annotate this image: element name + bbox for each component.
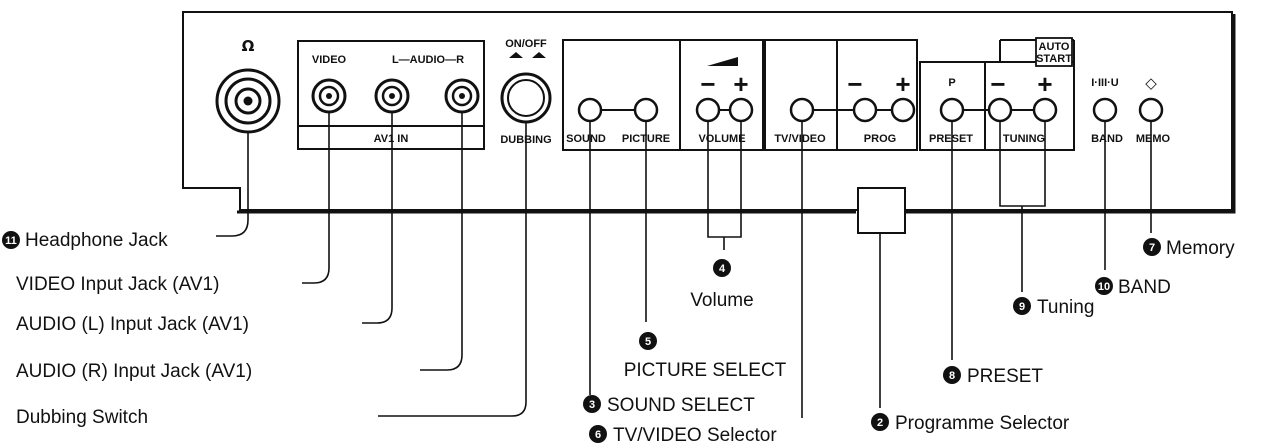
callout-tvvideo-selector: 6 TV/VIDEO Selector bbox=[589, 425, 777, 446]
tuning-plus-button[interactable] bbox=[1032, 97, 1058, 123]
video-input-jack[interactable] bbox=[311, 78, 347, 114]
sound-select-label: SOUND SELECT bbox=[607, 395, 755, 416]
start-label: START bbox=[1036, 53, 1072, 65]
p-label: P bbox=[948, 77, 955, 89]
prog-label: PROG bbox=[864, 133, 896, 145]
band-button[interactable] bbox=[1092, 97, 1118, 123]
auto-start-badge bbox=[1035, 37, 1073, 67]
tvvideo-selector-label: TV/VIDEO Selector bbox=[613, 425, 777, 446]
svg-text:7: 7 bbox=[1149, 242, 1155, 254]
memo-diamond-icon: ◇ bbox=[1145, 74, 1157, 92]
leader-audio-r bbox=[420, 112, 463, 371]
volume-label: VOLUME bbox=[698, 133, 745, 145]
leader-volume bbox=[707, 121, 742, 250]
band-callout-label: BAND bbox=[1118, 277, 1171, 298]
tuning-minus-label: − bbox=[990, 69, 1005, 99]
svg-text:10: 10 bbox=[1098, 281, 1110, 293]
callout-band: 10 BAND bbox=[1095, 277, 1171, 298]
av1-in-box bbox=[297, 40, 485, 150]
preset-button[interactable] bbox=[939, 97, 965, 123]
leader-dubbing bbox=[378, 122, 527, 417]
callout-volume: 4 Volume bbox=[690, 259, 754, 311]
audio-l-input-jack[interactable] bbox=[374, 78, 410, 114]
callout-memory: 7 Memory bbox=[1143, 238, 1235, 259]
programme-post bbox=[857, 187, 906, 234]
leader-tuning bbox=[999, 121, 1046, 292]
picture-select-button[interactable] bbox=[633, 97, 659, 123]
onoff-symbols bbox=[509, 52, 546, 58]
svg-text:9: 9 bbox=[1019, 301, 1025, 313]
volume-minus-button[interactable] bbox=[695, 97, 721, 123]
callout-headphone-jack: 11 Headphone Jack bbox=[2, 230, 168, 251]
preset-tuning-box bbox=[919, 61, 1075, 151]
auto-label: AUTO bbox=[1039, 41, 1070, 53]
audio-r-input-label: AUDIO (R) Input Jack (AV1) bbox=[16, 361, 252, 382]
preset-callout-label: PRESET bbox=[967, 366, 1043, 387]
callout-sound-select: 3 SOUND SELECT bbox=[583, 395, 755, 416]
volume-plus-button[interactable] bbox=[728, 97, 754, 123]
dubbing-switch[interactable] bbox=[500, 72, 552, 124]
volume-minus-label: − bbox=[700, 69, 715, 99]
tuning-minus-button[interactable] bbox=[987, 97, 1013, 123]
onoff-label: ON/OFF bbox=[505, 38, 547, 50]
prog-plus-button[interactable] bbox=[890, 97, 916, 123]
sound-volume-box bbox=[562, 39, 764, 151]
callout-preset: 8 PRESET bbox=[943, 366, 1043, 387]
band-label: BAND bbox=[1091, 133, 1123, 145]
svg-text:2: 2 bbox=[877, 417, 883, 429]
audio-label: L—AUDIO—R bbox=[392, 54, 464, 66]
memory-callout-label: Memory bbox=[1166, 238, 1235, 259]
callout-tuning: 9 Tuning bbox=[1013, 297, 1094, 318]
audio-l-input-label: AUDIO (L) Input Jack (AV1) bbox=[16, 314, 249, 335]
svg-text:3: 3 bbox=[589, 399, 595, 411]
preset-label: PRESET bbox=[929, 133, 973, 145]
volume-plus-label: + bbox=[733, 69, 748, 99]
svg-text:6: 6 bbox=[595, 429, 601, 441]
tvvideo-prog-box bbox=[764, 39, 918, 151]
leader-headphone bbox=[216, 132, 249, 237]
sound-label: SOUND bbox=[566, 133, 606, 145]
headphone-jack-label: Headphone Jack bbox=[25, 230, 168, 251]
dubbing-switch-label: Dubbing Switch bbox=[16, 407, 148, 428]
svg-text:4: 4 bbox=[719, 263, 726, 275]
video-input-label: VIDEO Input Jack (AV1) bbox=[16, 274, 219, 295]
leader-video bbox=[302, 112, 330, 284]
tuning-callout-label: Tuning bbox=[1037, 297, 1094, 318]
svg-text:5: 5 bbox=[645, 336, 651, 348]
leader-audio-l bbox=[362, 112, 393, 324]
headphone-icon: Ω bbox=[242, 37, 255, 55]
programme-selector-label: Programme Selector bbox=[895, 413, 1070, 434]
prog-minus-label: − bbox=[847, 69, 862, 99]
panel-bottom-edge bbox=[237, 14, 1236, 214]
volume-callout-label: Volume bbox=[690, 290, 753, 311]
svg-text:8: 8 bbox=[949, 370, 955, 382]
tuning-label: TUNING bbox=[1003, 133, 1045, 145]
audio-r-input-jack[interactable] bbox=[444, 78, 480, 114]
callout-programme-selector: 2 Programme Selector bbox=[871, 413, 1070, 434]
memo-button[interactable] bbox=[1138, 97, 1164, 123]
headphone-jack[interactable]: Ω bbox=[215, 37, 281, 134]
sound-select-button[interactable] bbox=[577, 97, 603, 123]
tvvideo-label: TV/VIDEO bbox=[774, 133, 826, 145]
tuning-plus-label: + bbox=[1037, 69, 1052, 99]
prog-minus-button[interactable] bbox=[852, 97, 878, 123]
av1-in-label: AV1 IN bbox=[374, 133, 409, 145]
band-top-label: I·III·U bbox=[1091, 77, 1119, 89]
video-label: VIDEO bbox=[312, 54, 347, 66]
memo-label: MEMO bbox=[1136, 133, 1171, 145]
tvvideo-selector-button[interactable] bbox=[789, 97, 815, 123]
prog-plus-label: + bbox=[895, 69, 910, 99]
svg-text:11: 11 bbox=[5, 235, 17, 247]
volume-wedge-icon bbox=[707, 57, 738, 66]
callout-picture-select: 5 PICTURE SELECT bbox=[624, 332, 787, 381]
picture-select-label: PICTURE SELECT bbox=[624, 360, 787, 381]
